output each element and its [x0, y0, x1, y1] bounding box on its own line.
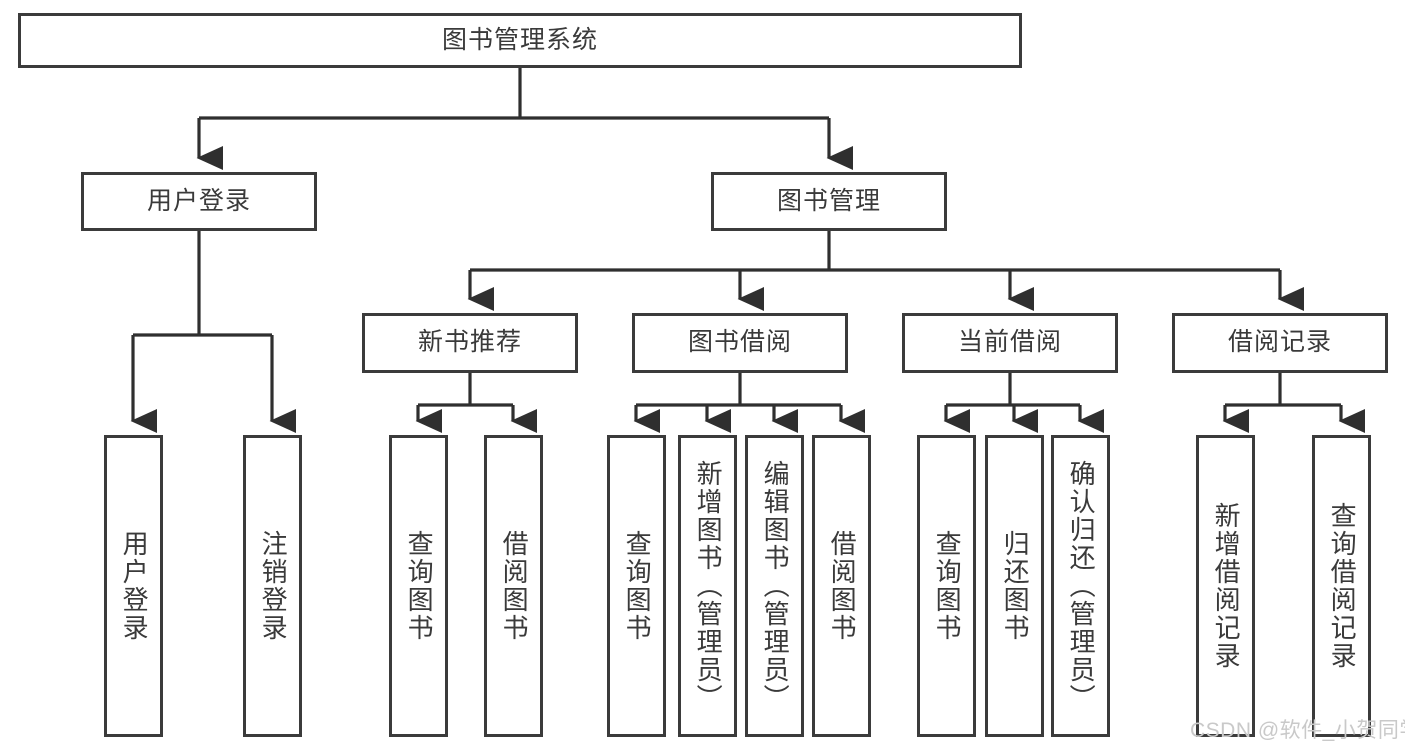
node-label: 查询图书	[622, 530, 653, 642]
leaf-borrow-query-book[interactable]: 查询图书	[607, 435, 666, 737]
node-label: 用户登录	[119, 530, 150, 642]
node-new-book-recommend[interactable]: 新书推荐	[362, 313, 578, 373]
leaf-borrow-borrow-book[interactable]: 借阅图书	[812, 435, 871, 737]
node-label: 新增借阅记录	[1211, 502, 1242, 670]
node-label: 借阅图书	[827, 530, 858, 642]
node-label: 查询借阅记录	[1327, 502, 1358, 670]
node-current-borrow[interactable]: 当前借阅	[902, 313, 1118, 373]
leaf-user-login-login[interactable]: 用户登录	[104, 435, 163, 737]
node-label: 用户登录	[146, 186, 251, 215]
node-book-borrow[interactable]: 图书借阅	[632, 313, 848, 373]
leaf-borrow-add-book-admin[interactable]: 新增图书（管理员）	[678, 435, 737, 737]
leaf-records-add-record[interactable]: 新增借阅记录	[1196, 435, 1255, 737]
node-label: 确认归还（管理员）	[1066, 460, 1097, 712]
node-label: 图书管理	[776, 186, 881, 215]
node-book-management[interactable]: 图书管理	[711, 172, 947, 231]
node-label: 查询图书	[404, 530, 435, 642]
node-label: 当前借阅	[957, 328, 1062, 357]
node-label: 新增图书（管理员）	[693, 460, 724, 712]
node-label: 注销登录	[258, 530, 289, 642]
leaf-recommend-query-book[interactable]: 查询图书	[389, 435, 448, 737]
node-label: 借阅图书	[499, 530, 530, 642]
node-user-login[interactable]: 用户登录	[81, 172, 317, 231]
leaf-recommend-borrow-book[interactable]: 借阅图书	[484, 435, 543, 737]
node-label: 新书推荐	[417, 328, 522, 357]
node-borrow-records[interactable]: 借阅记录	[1172, 313, 1388, 373]
node-label: 查询图书	[932, 530, 963, 642]
node-label: 图书借阅	[687, 328, 792, 357]
node-label: 图书管理系统	[441, 25, 598, 54]
leaf-borrow-edit-book-admin[interactable]: 编辑图书（管理员）	[745, 435, 804, 737]
leaf-user-login-logout[interactable]: 注销登录	[243, 435, 302, 737]
node-label: 归还图书	[1000, 530, 1031, 642]
node-label: 借阅记录	[1227, 328, 1332, 357]
leaf-current-query-book[interactable]: 查询图书	[917, 435, 976, 737]
csdn-watermark: CSDN @软件_小贺同学	[1190, 719, 1405, 742]
leaf-current-return-book[interactable]: 归还图书	[985, 435, 1044, 737]
leaf-records-query-record[interactable]: 查询借阅记录	[1312, 435, 1371, 737]
node-root-system[interactable]: 图书管理系统	[18, 13, 1022, 68]
leaf-current-confirm-return-admin[interactable]: 确认归还（管理员）	[1051, 435, 1110, 737]
node-label: 编辑图书（管理员）	[760, 460, 791, 712]
